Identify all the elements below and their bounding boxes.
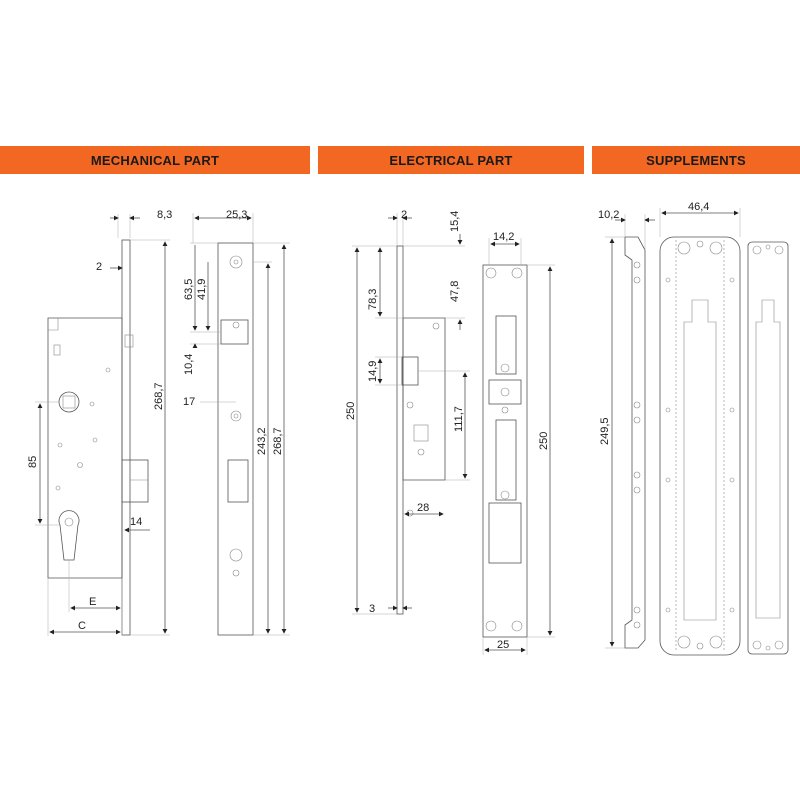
dim-label: C: [78, 620, 86, 632]
dim-label: 14,9: [367, 361, 379, 382]
dim-label: 25: [497, 639, 509, 651]
dim-label: 10,4: [183, 354, 195, 375]
dim-label: 243,2: [256, 427, 268, 455]
dim-label: 15,4: [449, 211, 461, 232]
supplement-narrow-plate: [747, 241, 789, 655]
supplement-wide-plate: [659, 208, 741, 656]
dim-label: 17: [183, 396, 195, 408]
dim-label: 2: [96, 261, 102, 273]
dim-label: 8,3: [157, 209, 172, 221]
dim-label: 2: [401, 209, 407, 221]
dim-label: 85: [27, 456, 39, 468]
mechanical-lock-front-view: [35, 214, 170, 636]
dim-label: 10,2: [598, 209, 619, 221]
section-header-supplements: SUPPLEMENTS: [592, 146, 800, 174]
supplement-side-profile: [605, 214, 655, 649]
mechanical-faceplate-side-view: [190, 213, 290, 636]
section-header-mechanical: MECHANICAL PART: [0, 146, 310, 174]
dim-label: 111,7: [453, 406, 465, 432]
dim-label: 268,7: [153, 382, 165, 410]
dim-label: 14,2: [493, 231, 514, 243]
dim-label: 250: [538, 432, 550, 450]
electric-lock-faceplate: [482, 238, 555, 655]
dim-label: 63,5: [183, 279, 195, 300]
dim-label: 28: [417, 502, 429, 514]
dim-label: 25,3: [226, 209, 247, 221]
dim-label: 46,4: [688, 201, 709, 213]
section-header-electrical: ELECTRICAL PART: [318, 146, 584, 174]
dim-label: 3: [369, 603, 375, 615]
dim-label: 47,8: [449, 281, 461, 302]
dim-label: 250: [345, 402, 357, 420]
dim-label: 41,9: [196, 279, 208, 300]
dim-label: 249,5: [599, 417, 611, 445]
dim-label: 268,7: [272, 427, 284, 455]
dim-label: 14: [130, 516, 142, 528]
dim-label: 78,3: [367, 289, 379, 310]
electric-lock-side-view: [352, 213, 470, 615]
dim-label: E: [89, 596, 96, 608]
